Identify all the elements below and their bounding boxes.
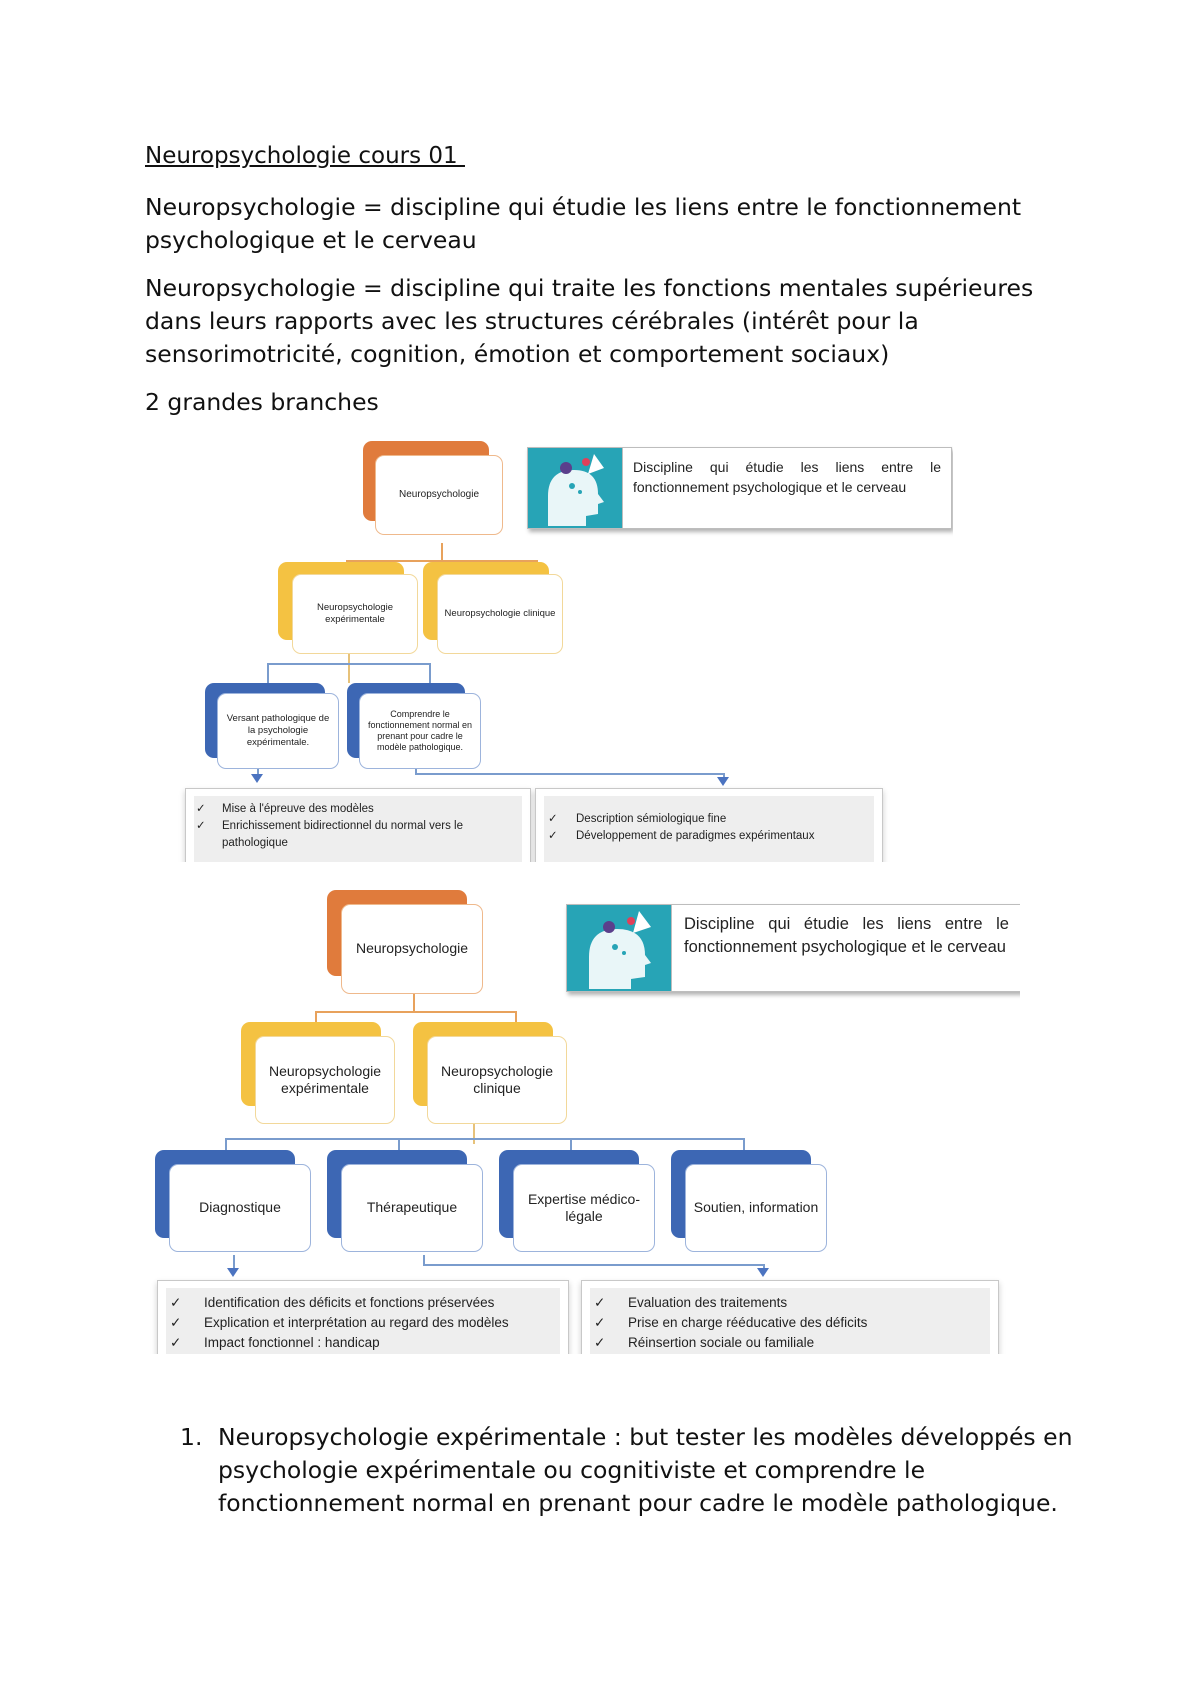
connector xyxy=(415,773,723,775)
panel-right: ✓Description sémiologique fine ✓Développ… xyxy=(535,788,883,862)
list-item: ✓Réinsertion sociale ou familiale xyxy=(594,1333,989,1353)
connector xyxy=(225,1138,227,1152)
connector xyxy=(315,1011,515,1013)
definition-card: Discipline qui étudie les liens entre le… xyxy=(527,447,952,529)
diagram-figure-1: Neuropsychologie Discipline qui étudie l… xyxy=(143,437,953,862)
definition-paragraph-1: Neuropsychologie = discipline qui étudie… xyxy=(145,193,1022,254)
connector xyxy=(267,663,429,665)
branches-heading: 2 grandes branches xyxy=(145,388,379,416)
connector xyxy=(423,1264,763,1266)
brain-illustration-icon xyxy=(567,905,672,991)
list-item: 1. Neuropsychologie expérimentale : but … xyxy=(180,1421,1098,1520)
arrow-down-icon xyxy=(757,1268,769,1277)
diagram-figure-2: Neuropsychologie Discipline qui étudie l… xyxy=(143,882,1020,1354)
list-number: 1. xyxy=(180,1423,203,1451)
list-item: ✓Développement de paradigmes expérimenta… xyxy=(548,828,873,845)
connector xyxy=(415,768,417,774)
check-icon: ✓ xyxy=(196,803,206,815)
panel-left: ✓Identification des déficits et fonction… xyxy=(157,1280,569,1354)
panel-right: ✓Evaluation des traitements ✓Prise en ch… xyxy=(581,1280,999,1354)
check-icon: ✓ xyxy=(170,1335,182,1350)
brain-illustration-icon xyxy=(528,448,623,528)
connector xyxy=(429,663,431,684)
list-item: ✓Prise en charge rééducative des déficit… xyxy=(594,1313,989,1333)
check-icon: ✓ xyxy=(170,1295,182,1310)
list-item: ✓Enrichissement bidirectionnel du normal… xyxy=(196,820,463,849)
connector xyxy=(473,1122,475,1144)
check-icon: ✓ xyxy=(548,813,558,825)
definition-paragraph-2: Neuropsychologie = discipline qui traite… xyxy=(145,274,1034,368)
list-item: ✓Mise à l'épreuve des modèles xyxy=(196,801,516,818)
list-item: ✓Evaluation des traitements xyxy=(594,1293,989,1313)
connector xyxy=(570,1138,572,1152)
check-icon: ✓ xyxy=(548,830,558,842)
arrow-down-icon xyxy=(227,1268,239,1277)
connector xyxy=(225,1138,743,1140)
numbered-list: 1. Neuropsychologie expérimentale : but … xyxy=(180,1421,1098,1520)
check-icon: ✓ xyxy=(594,1295,606,1310)
connector xyxy=(398,1138,400,1152)
check-icon: ✓ xyxy=(196,820,206,832)
connector xyxy=(233,1255,235,1269)
panel-left: ✓Mise à l'épreuve des modèles ✓Enrichiss… xyxy=(185,788,531,862)
arrow-down-icon xyxy=(251,774,263,783)
connector xyxy=(423,1255,425,1265)
list-item: ✓Description sémiologique fine xyxy=(548,811,873,828)
connector xyxy=(413,994,415,1012)
list-item: ✓Explication et interprétation au regard… xyxy=(170,1313,560,1333)
connector xyxy=(315,1011,317,1023)
connector xyxy=(763,1264,765,1270)
connector xyxy=(723,773,725,779)
check-icon: ✓ xyxy=(594,1335,606,1350)
connector xyxy=(348,653,350,683)
check-icon: ✓ xyxy=(594,1315,606,1330)
connector xyxy=(267,663,269,684)
connector xyxy=(743,1138,745,1152)
connector xyxy=(441,543,443,561)
arrow-down-icon xyxy=(717,777,729,786)
list-item: ✓Impact fonctionnel : handicap xyxy=(170,1333,560,1353)
connector xyxy=(515,1011,517,1023)
list-item: ✓Identification des déficits et fonction… xyxy=(170,1293,560,1313)
check-icon: ✓ xyxy=(170,1315,182,1330)
doc-title: Neuropsychologie cours 01 xyxy=(145,143,465,169)
list-item-text: Neuropsychologie expérimentale : but tes… xyxy=(218,1423,1073,1517)
connector xyxy=(257,762,259,776)
definition-card: Discipline qui étudie les liens entre le… xyxy=(566,904,1020,992)
connector xyxy=(346,560,536,562)
